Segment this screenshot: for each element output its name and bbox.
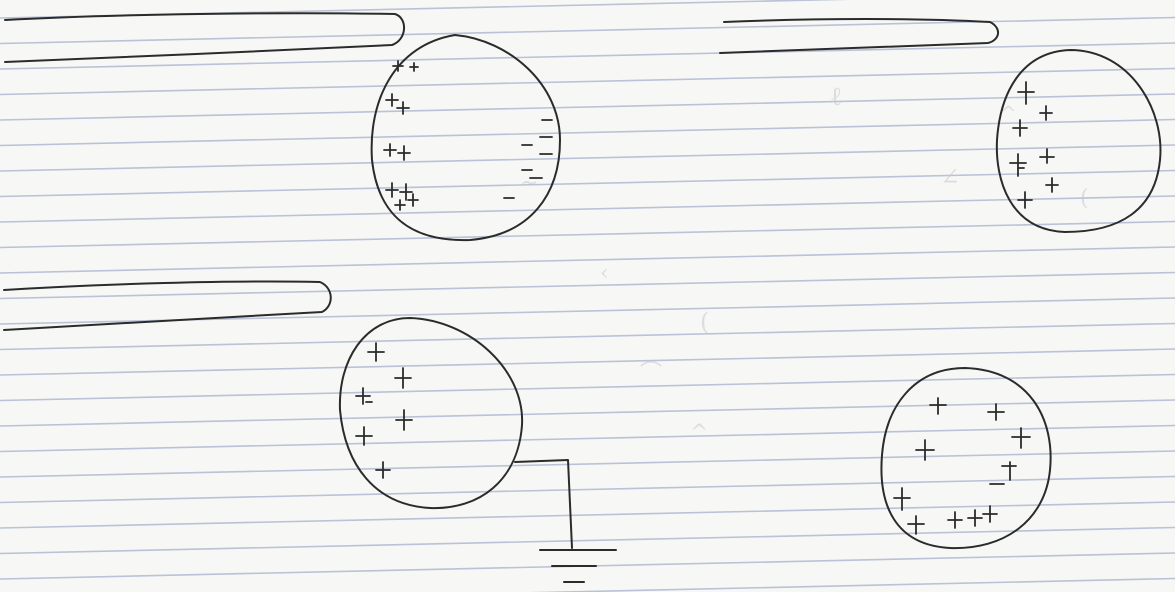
svg-text:∠: ∠ — [940, 163, 960, 191]
svg-text:(: ( — [1080, 186, 1089, 211]
svg-text:ℓ: ℓ — [830, 82, 842, 112]
svg-text:^: ^ — [690, 421, 708, 446]
svg-text:‹: ‹ — [600, 261, 609, 286]
svg-text:⌒: ⌒ — [640, 361, 662, 386]
svg-text:~: ~ — [520, 171, 538, 196]
svg-text:(: ( — [700, 308, 709, 336]
